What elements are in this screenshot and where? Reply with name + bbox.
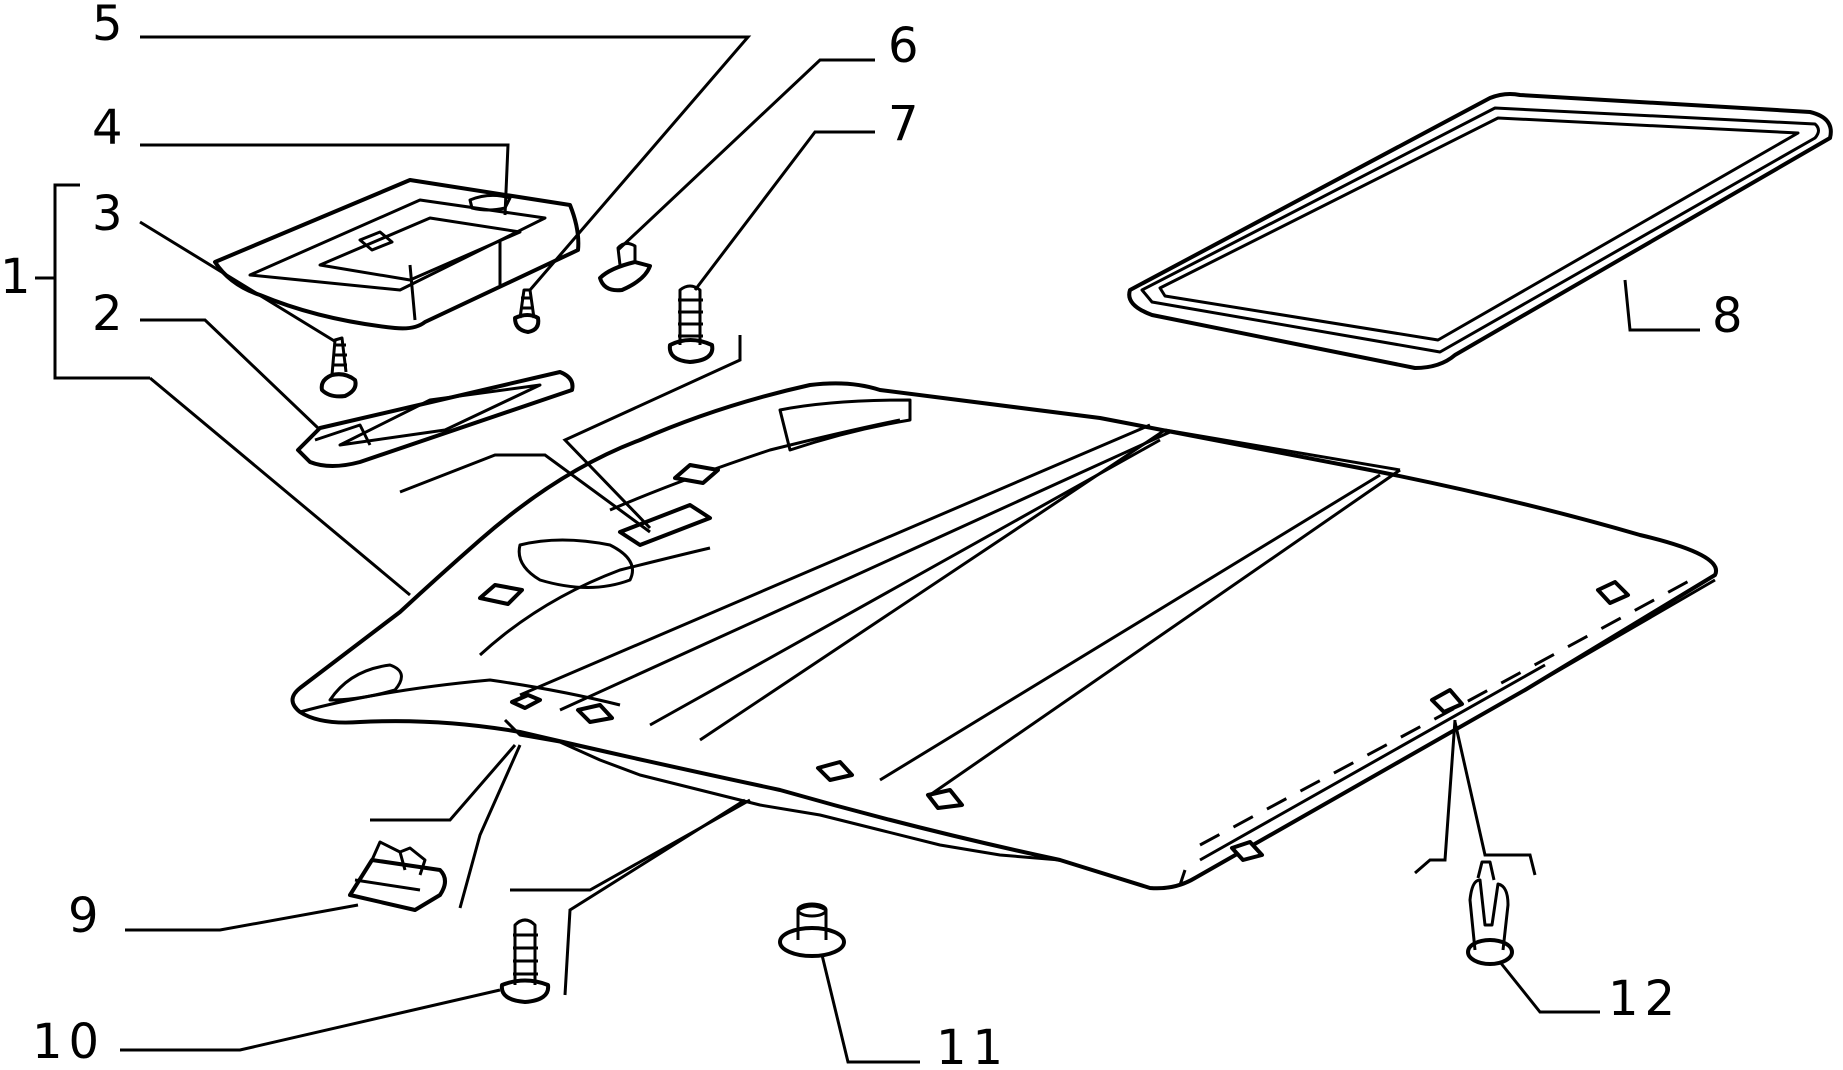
callout-labels: 1 2 3 4 5 6 7 8 9 10 11 12 bbox=[0, 0, 1749, 1070]
leader-lines bbox=[35, 35, 1700, 1064]
callout-2: 2 bbox=[92, 286, 129, 342]
callout-4: 4 bbox=[92, 100, 129, 156]
part-5-small-screw bbox=[513, 288, 541, 334]
callout-1: 1 bbox=[0, 249, 37, 305]
part-6-clip bbox=[598, 241, 652, 293]
callout-3: 3 bbox=[92, 186, 129, 242]
callout-7: 7 bbox=[888, 96, 925, 152]
part-4-overhead-console bbox=[213, 178, 581, 331]
callout-5: 5 bbox=[92, 0, 129, 52]
callout-6: 6 bbox=[888, 18, 925, 74]
callout-9: 9 bbox=[68, 888, 105, 944]
part-12-push-clip bbox=[1466, 860, 1514, 966]
callout-12: 12 bbox=[1608, 971, 1681, 1027]
callout-8: 8 bbox=[1712, 288, 1749, 344]
part-7-screw bbox=[667, 284, 715, 364]
part-8-sunroof-seal bbox=[1127, 92, 1833, 370]
callout-11: 11 bbox=[936, 1020, 1009, 1070]
part-9-clip bbox=[348, 840, 447, 912]
part-3-screw bbox=[319, 336, 358, 399]
headliner-panel bbox=[290, 381, 1719, 891]
part-10-screw bbox=[499, 918, 551, 1004]
callout-10: 10 bbox=[32, 1014, 105, 1070]
part-11-push-nut bbox=[778, 902, 846, 958]
part-2-console-frame bbox=[296, 370, 575, 468]
